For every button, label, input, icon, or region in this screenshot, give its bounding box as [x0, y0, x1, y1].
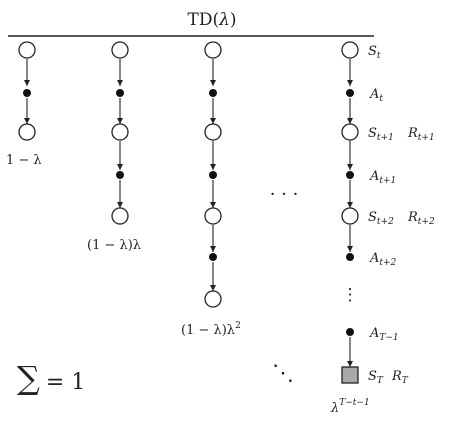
label-a-t: At: [369, 87, 383, 104]
label-s-T: ST: [368, 369, 384, 386]
weight-terminal: λT−t−1: [330, 398, 370, 416]
sum-equals-one: ∑= 1: [17, 359, 85, 397]
action-node: [346, 171, 354, 179]
backup-column-1: [18, 41, 36, 141]
terminal-state-node: [341, 366, 359, 384]
state-node: [111, 123, 129, 141]
diagram-title: TD(λ): [187, 10, 236, 30]
weight-2: (1 − λ)λ: [87, 238, 141, 253]
label-s-t: St: [368, 44, 381, 61]
label-r-t1: Rt+1: [407, 126, 435, 143]
label-a-T1: AT−1: [369, 326, 399, 343]
action-node: [116, 89, 124, 97]
action-node: [23, 89, 31, 97]
state-node: [204, 123, 222, 141]
state-node: [18, 123, 36, 141]
label-a-t1: At+1: [369, 169, 396, 186]
backup-column-2: [111, 41, 129, 225]
state-node: [204, 207, 222, 225]
state-node: [111, 207, 129, 225]
state-node: [341, 41, 359, 59]
action-node: [346, 253, 354, 261]
label-s-t2: St+2: [368, 210, 394, 227]
backup-column-3: [204, 41, 222, 308]
action-node: [116, 171, 124, 179]
state-node: [204, 290, 222, 308]
action-node: [209, 89, 217, 97]
label-a-t2: At+2: [369, 251, 397, 268]
action-node: [346, 89, 354, 97]
action-node: [209, 171, 217, 179]
state-node: [18, 41, 36, 59]
weight-3: (1 − λ)λ2: [181, 321, 241, 338]
state-node: [111, 41, 129, 59]
state-node: [204, 41, 222, 59]
label-s-t1: St+1: [368, 126, 394, 143]
backup-column-episode: ⋮: [341, 41, 359, 384]
action-node: [346, 328, 354, 336]
diagonal-ellipsis: ⋱: [272, 361, 294, 386]
horizontal-ellipsis: · · ·: [270, 184, 299, 205]
state-node: [341, 123, 359, 141]
label-r-t2: Rt+2: [407, 210, 435, 227]
action-node: [209, 253, 217, 261]
label-r-T: RT: [391, 369, 409, 386]
state-node: [341, 207, 359, 225]
weight-1: 1 − λ: [6, 153, 42, 168]
vertical-ellipsis: ⋮: [342, 285, 359, 305]
